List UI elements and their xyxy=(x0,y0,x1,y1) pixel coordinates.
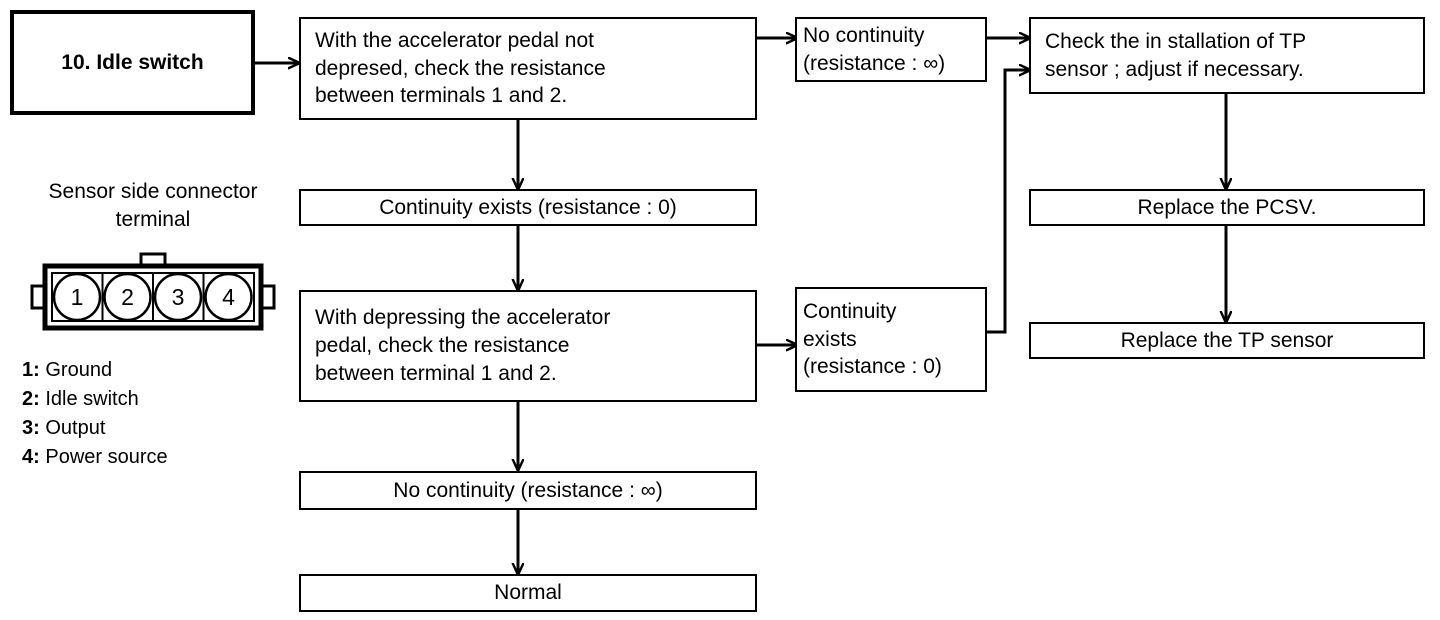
arrow-continuity-right-to-checktp xyxy=(986,70,1030,334)
legend-item-3: 3: Output xyxy=(22,414,168,443)
sensor-connector-graphic: 1 2 3 4 xyxy=(30,252,280,334)
connector-pin-label-2: 2 xyxy=(121,284,134,310)
node-no-continuity-top[interactable]: No continuity (resistance : ∞) xyxy=(795,17,987,82)
legend-number-3: 3: xyxy=(22,417,40,439)
legend-number-2: 2: xyxy=(22,388,40,410)
legend-item-4: 4: Power source xyxy=(22,443,168,472)
connector-pin-circle-1 xyxy=(52,272,102,322)
legend-number-1: 1: xyxy=(22,359,40,381)
connector-pin-circle-4 xyxy=(204,272,253,322)
node-continuity-exists-right[interactable]: Continuity exists (resistance : 0) xyxy=(795,287,987,392)
node-title-idle-switch[interactable]: 10. Idle switch xyxy=(10,10,255,115)
node-check-tp-installation[interactable]: Check the in stallation of TP sensor ; a… xyxy=(1029,17,1425,94)
legend-number-4: 4: xyxy=(22,446,40,468)
node-check-pedal-depressing[interactable]: With depressing the accelerator pedal, c… xyxy=(299,290,757,402)
node-continuity-exists-mid[interactable]: Continuity exists (resistance : 0) xyxy=(299,189,757,226)
node-normal[interactable]: Normal xyxy=(299,574,757,612)
node-replace-tp-sensor[interactable]: Replace the TP sensor xyxy=(1029,322,1425,359)
legend-label-4: Power source xyxy=(45,446,168,468)
connector-pin-label-1: 1 xyxy=(71,284,84,310)
legend-label-1: Ground xyxy=(45,359,113,381)
node-no-continuity-bottom[interactable]: No continuity (resistance : ∞) xyxy=(299,471,757,510)
connector-caption: Sensor side connector terminal xyxy=(48,180,258,231)
legend-label-2: Idle switch xyxy=(45,388,139,410)
legend-item-2: 2: Idle switch xyxy=(22,385,168,414)
connector-pin-label-4: 4 xyxy=(222,284,235,310)
connector-pin-label-3: 3 xyxy=(172,284,185,310)
connector-pin-circle-2 xyxy=(103,272,152,322)
connector-pin-legend: 1: Ground 2: Idle switch 3: Output 4: Po… xyxy=(22,356,168,472)
legend-label-3: Output xyxy=(45,417,106,439)
connector-pin-circle-3 xyxy=(153,272,203,322)
node-replace-pcsv[interactable]: Replace the PCSV. xyxy=(1029,189,1425,226)
node-check-pedal-not-depressed[interactable]: With the accelerator pedal not depresed,… xyxy=(299,17,757,120)
legend-item-1: 1: Ground xyxy=(22,356,168,385)
